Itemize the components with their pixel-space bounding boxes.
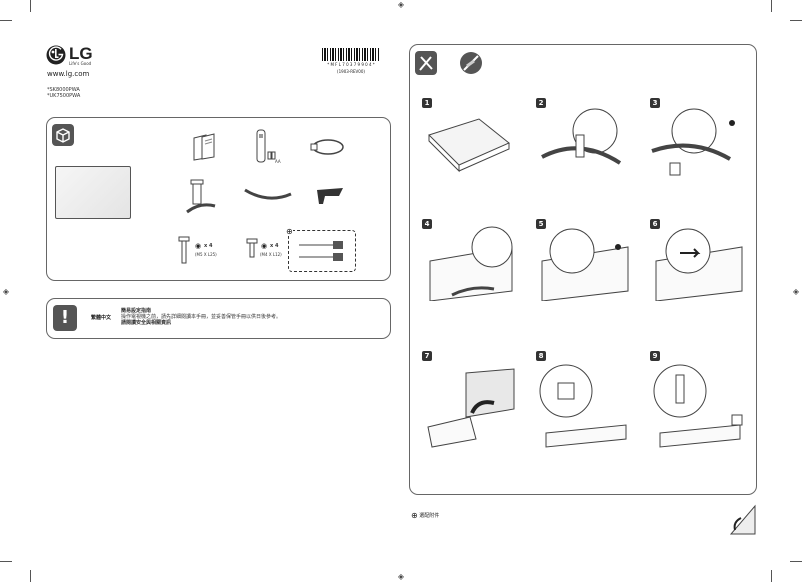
- caution-language: 繁體中文: [91, 315, 112, 321]
- assembly-panel: 1 2 3 4 5 6 7 8 9: [409, 44, 757, 495]
- registration-mark-icon: ◈: [2, 287, 10, 296]
- step-3-illustration: [651, 108, 735, 176]
- caution-line: 請閱讀安全與相關資訊: [121, 320, 172, 326]
- screw-small-count: x 4: [270, 243, 279, 249]
- model-item: *SK8000PWA: [47, 87, 80, 93]
- caution-text: 簡易設定指南 操作電視機之前，請先詳細閱讀本手冊，並妥善保管手冊以供日後參考。 …: [121, 308, 351, 326]
- screw-small-count-icon: ◉: [261, 242, 268, 250]
- screw-large-spec: (M5 X L25): [195, 252, 217, 257]
- step-number: 6: [650, 219, 660, 229]
- footnote: ⊕ 選配附件: [411, 511, 439, 520]
- power-cord-icon: [310, 139, 344, 155]
- screw-large-count: x 4: [204, 243, 213, 249]
- lg-logo: LG Life's Good: [46, 44, 106, 66]
- lg-face-icon: [46, 45, 66, 65]
- battery-label: AA: [275, 159, 281, 164]
- remote-icon: [256, 129, 276, 163]
- optional-cables-box: ⊕: [286, 227, 356, 272]
- screw-large-count-icon: ◉: [195, 242, 202, 250]
- registration-mark-icon: ◈: [792, 287, 800, 296]
- step-number: 4: [422, 219, 432, 229]
- footnote-text: 選配附件: [419, 513, 440, 519]
- plus-circle-icon: ⊕: [411, 511, 418, 520]
- step-number: 8: [536, 351, 546, 361]
- crop-mark: [0, 20, 12, 21]
- model-list: *SK8000PWA *UK7500PWA: [47, 87, 80, 99]
- step-9-illustration: [653, 364, 743, 448]
- step-number: 7: [422, 351, 432, 361]
- crop-mark: [30, 570, 31, 582]
- stand-base-icon: [244, 188, 292, 200]
- cable-icon: [299, 241, 343, 261]
- step-number: 5: [536, 219, 546, 229]
- step-2-illustration: [541, 108, 622, 165]
- step-number: 3: [650, 98, 660, 108]
- step-1-illustration: [428, 118, 510, 173]
- manuals-icon: [193, 133, 215, 161]
- crop-mark: [771, 0, 772, 12]
- box-icon: [52, 124, 74, 146]
- step-number: 9: [650, 351, 660, 361]
- barcode-text: * M F L 7 0 3 7 9 9 0 4 *: [327, 62, 375, 67]
- plus-icon: ⊕: [286, 227, 293, 236]
- step-8-illustration: [539, 364, 627, 448]
- registration-mark-icon: ◈: [397, 0, 405, 9]
- caution-line: 操作電視機之前，請先詳細閱讀本手冊，並妥善保管手冊以供日後參考。: [121, 314, 282, 320]
- logo-tagline: Life's Good: [69, 61, 92, 66]
- components-panel: AA ◉ x 4 (M5 X L25) ◉ x 4 (M4 X L12) ⊕: [46, 117, 391, 281]
- crop-mark: [0, 561, 12, 562]
- crop-mark: [790, 20, 802, 21]
- step-number: 2: [536, 98, 546, 108]
- logo-text: LG: [69, 44, 93, 63]
- step-6-illustration: [655, 228, 743, 301]
- no-tools-icon: [460, 52, 482, 74]
- tools-icon: [415, 51, 437, 75]
- step-4-illustration: [429, 226, 513, 301]
- website-link[interactable]: www.lg.com: [47, 70, 90, 78]
- step-5-illustration: [541, 228, 629, 301]
- warning-icon: !: [53, 305, 77, 331]
- model-item: *UK7500PWA: [47, 93, 81, 99]
- tv-image: [55, 166, 131, 219]
- stand-body-icon: [186, 179, 216, 214]
- page-turn-icon[interactable]: [727, 504, 757, 536]
- crop-mark: [790, 561, 802, 562]
- caution-panel: ! 繁體中文 簡易設定指南 操作電視機之前，請先詳細閱讀本手冊，並妥善保管手冊以…: [46, 298, 391, 339]
- screw-large-icon: [178, 236, 190, 264]
- barcode: [322, 48, 380, 61]
- step-7-illustration: [427, 368, 515, 448]
- crop-mark: [771, 570, 772, 582]
- barcode-subtext: (1903-REV00): [337, 69, 365, 74]
- crop-mark: [30, 0, 31, 12]
- caution-line: 簡易設定指南: [121, 308, 152, 314]
- screw-small-spec: (M4 X L12): [260, 252, 282, 257]
- registration-mark-icon: ◈: [397, 572, 405, 581]
- stand-cover-icon: [317, 188, 343, 204]
- step-number: 1: [422, 98, 432, 108]
- screw-small-icon: [246, 238, 258, 258]
